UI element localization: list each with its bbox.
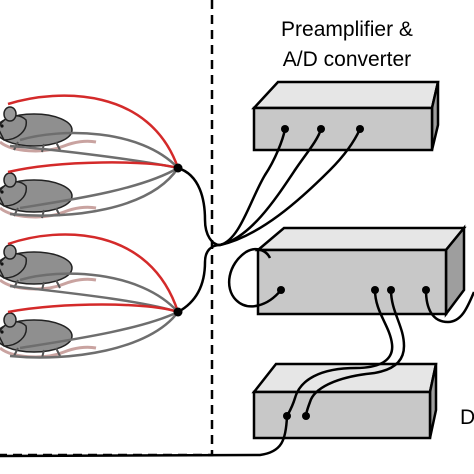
preamplifier-label-line2: A/D converter <box>283 48 411 71</box>
output-box <box>251 362 438 440</box>
trunk-cable <box>177 243 221 314</box>
rat-group-bottom <box>0 233 183 360</box>
signal-cable <box>424 289 474 324</box>
red-wire <box>7 161 179 174</box>
gray-wire <box>9 311 180 359</box>
signal-cable <box>304 289 406 417</box>
signal-cable <box>219 128 362 247</box>
rat-icon <box>0 243 98 292</box>
gray-wire <box>19 310 179 350</box>
red-wire <box>7 303 179 314</box>
enclosure-border <box>0 0 214 457</box>
signal-cable <box>219 128 287 247</box>
signal-cable <box>227 247 282 308</box>
preamplifier-label-line1: Preamplifier & <box>281 18 413 41</box>
red-wire <box>7 94 180 169</box>
processing-box <box>254 224 467 318</box>
partial-right-label: D <box>460 406 474 429</box>
gray-wire <box>19 166 179 210</box>
preamplifier-box <box>251 80 440 152</box>
gray-wire <box>19 131 179 169</box>
rat-icon <box>0 171 98 220</box>
trunk-cable <box>177 166 221 247</box>
rat-icon <box>0 311 98 360</box>
signal-cable <box>0 415 289 458</box>
gray-wire <box>19 272 179 313</box>
signal-cable <box>285 289 394 417</box>
red-wire <box>7 233 180 313</box>
gray-wire <box>9 167 180 217</box>
rat-group-top <box>0 94 183 220</box>
signal-cable <box>219 128 323 247</box>
